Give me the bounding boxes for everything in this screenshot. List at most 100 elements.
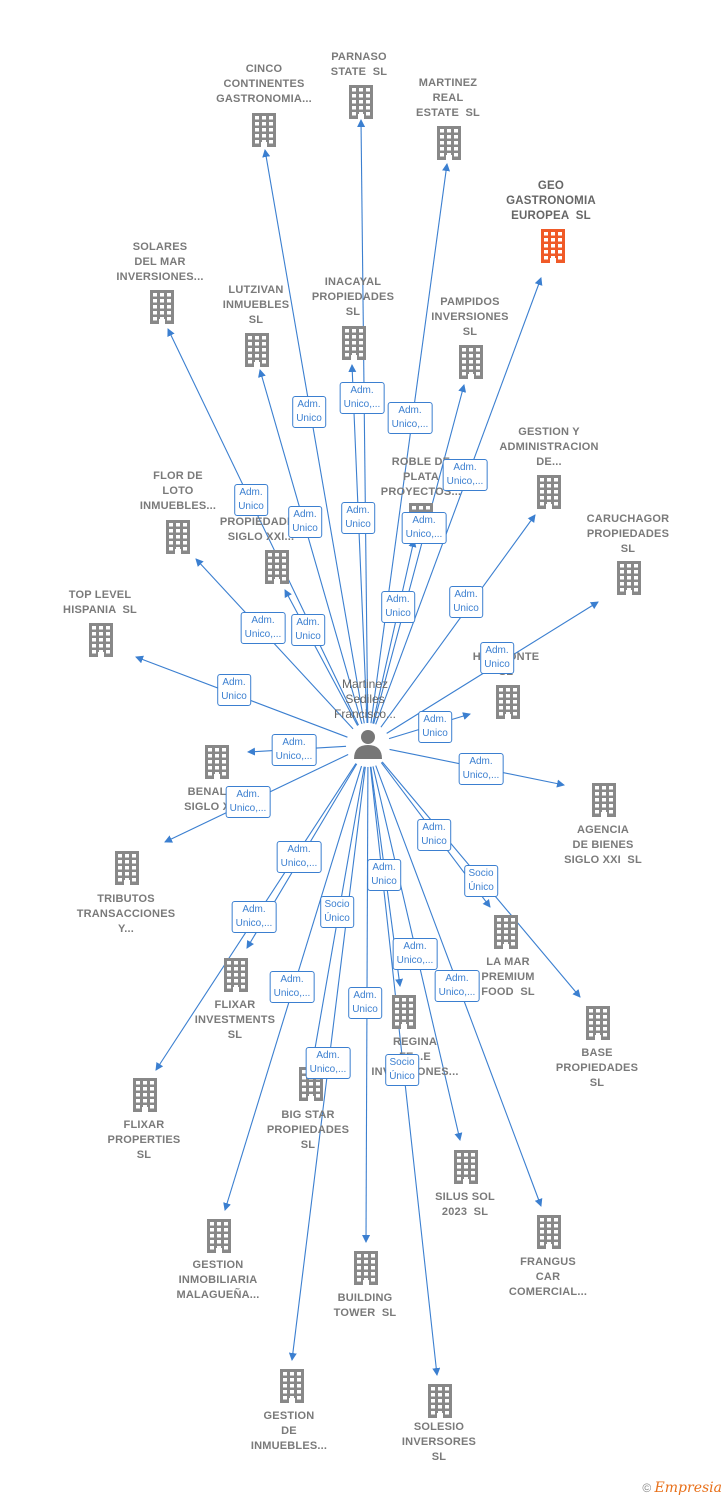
company-label-big_star[interactable]: BIG STAR PROPIEDADES SL [266,1109,350,1151]
company-label-base[interactable]: BASE PROPIEDADES SL [555,1047,639,1089]
edge-label-la_mar: Adm. Unico [417,819,451,851]
building-icon-martinez_real[interactable] [437,126,461,160]
edge-label-flixar_prop: Adm. Unico,... [276,841,322,873]
edge-label-top_level: Adm. Unico [217,674,251,706]
building-icon-building_tower[interactable] [354,1251,378,1285]
building-icon-top_level[interactable] [89,623,113,657]
building-icon-horizonte[interactable] [496,685,520,719]
edge-label-regina: Adm. Unico [367,859,401,891]
edge-label-siglo_xxi_prop: Adm. Unico [291,614,325,646]
building-icon-lutzivan[interactable] [245,333,269,367]
company-label-frangus[interactable]: FRANGUS CAR COMERCIAL... [508,1256,588,1298]
edge-geo [375,277,543,725]
footer: © Empresia [642,1480,722,1496]
company-label-building_tower[interactable]: BUILDING TOWER SL [333,1292,397,1319]
company-label-gestion_inmuebles[interactable]: GESTION DE INMUEBLES... [250,1410,328,1452]
person-icon[interactable] [354,730,382,759]
building-icon-solesio[interactable] [428,1384,452,1418]
company-label-cinco[interactable]: CINCO CONTINENTES GASTRONOMIA... [216,63,312,105]
building-icon-solares[interactable] [150,290,174,324]
edge-label-base: Socio Único [464,865,498,897]
edge-label-building_tower: Adm. Unico [348,987,382,1019]
edge-label-gestion_admin: Adm. Unico [449,586,483,618]
building-icon-tributos[interactable] [115,851,139,885]
company-label-parnaso[interactable]: PARNASO STATE SL [330,51,388,78]
edge-label-agencia: Adm. Unico,... [458,753,504,785]
building-icon-regina[interactable] [392,995,416,1029]
company-label-top_level[interactable]: TOP LEVEL HISPANIA SL [63,589,137,616]
building-icon-la_mar[interactable] [494,915,518,949]
building-icon-parnaso[interactable] [349,85,373,119]
company-label-flixar_inv[interactable]: FLIXAR INVESTMENTS SL [194,999,276,1041]
company-label-flor[interactable]: FLOR DE LOTO INMUEBLES... [139,470,217,512]
edge-label-caruchagor: Adm. Unico [480,642,514,674]
company-label-roble[interactable]: ROBLE DE PLATA PROYECTOS... [380,456,462,498]
edge-siglo_xxi_prop [284,589,359,726]
edge-label-parnaso: Adm. Unico,... [339,382,385,414]
edge-label-tributos: Adm. Unico,... [225,786,271,818]
company-label-martinez_real[interactable]: MARTINEZ REAL ESTATE SL [416,77,480,119]
edge-label-solares: Adm. Unico [234,484,268,516]
company-label-geo[interactable]: GEO GASTRONOMIA EUROPEA SL [506,180,596,222]
edge-lutzivan [258,369,363,725]
company-label-inacayal[interactable]: INACAYAL PROPIEDADES SL [311,276,395,318]
company-label-agencia[interactable]: AGENCIA DE BIENES SIGLO XXI SL [564,824,642,866]
building-icon-agencia[interactable] [592,783,616,817]
company-label-caruchagor[interactable]: CARUCHAGOR PROPIEDADES SL [586,513,670,555]
edge-label-gestion_inmuebles: Adm. Unico,... [305,1047,351,1079]
edge-gestion_admin [380,514,536,728]
brand-logo[interactable]: Empresia [654,1480,722,1496]
edge-label-lutzivan: Adm. Unico [288,506,322,538]
building-icon-pampidos[interactable] [459,345,483,379]
edge-solares [167,328,359,726]
building-icon-caruchagor[interactable] [617,561,641,595]
company-label-solesio[interactable]: SOLESIO INVERSORES SL [401,1421,477,1463]
building-icon-flixar_prop[interactable] [133,1078,157,1112]
building-icon-cinco[interactable] [252,113,276,147]
edge-martinez_real [370,163,451,724]
building-icon-base[interactable] [586,1006,610,1040]
edge-parnaso [357,119,369,724]
edge-label-horizonte: Adm. Unico [418,711,452,743]
building-icon-geo[interactable] [541,229,565,263]
building-icon-flixar_inv[interactable] [224,958,248,992]
building-icon-siglo_xxi_prop[interactable] [265,550,289,584]
edge-label-geo: Adm. Unico,... [442,459,488,491]
company-label-la_mar[interactable]: LA MAR PREMIUM FOOD SL [481,956,535,998]
company-label-tributos[interactable]: TRIBUTOS TRANSACCIONES Y... [76,893,176,935]
company-label-flixar_prop[interactable]: FLIXAR PROPERTIES SL [107,1119,181,1161]
company-label-pampidos[interactable]: PAMPIDOS INVERSIONES SL [431,296,509,338]
edge-label-gestion_inmob: Adm. Unico,... [269,971,315,1003]
edge-label-solesio: Socio Único [385,1054,419,1086]
building-icon-gestion_admin[interactable] [537,475,561,509]
copyright-icon: © [642,1481,652,1495]
building-icon-silus[interactable] [454,1150,478,1184]
edge-label-flixar_inv: Adm. Unico,... [231,901,277,933]
edge-inacayal [348,364,368,724]
building-icon-flor[interactable] [166,520,190,554]
building-icon-gestion_inmuebles[interactable] [280,1369,304,1403]
edge-label-flor: Adm. Unico,... [240,612,286,644]
edge-label-martinez_real: Adm. Unico,... [387,402,433,434]
building-icon-gestion_inmob[interactable] [207,1219,231,1253]
edge-label-big_star: Socio Único [320,896,354,928]
edge-roble [372,539,417,724]
edge-label-frangus: Adm. Unico,... [434,970,480,1002]
edge-label-roble: Adm. Unico [381,591,415,623]
company-label-solares[interactable]: SOLARES DEL MAR INVERSIONES... [116,241,204,283]
building-icon-frangus[interactable] [537,1215,561,1249]
edge-cinco [262,149,365,724]
building-icon-inacayal[interactable] [342,326,366,360]
edge-label-pampidos: Adm. Unico,... [401,512,447,544]
edge-label-benal: Adm. Unico,... [271,734,317,766]
center-person-label[interactable]: Martinez Sediles Francisco... [333,677,397,721]
company-label-lutzivan[interactable]: LUTZIVAN INMUEBLES SL [222,284,290,326]
company-label-silus[interactable]: SILUS SOL 2023 SL [435,1191,495,1218]
company-label-gestion_admin[interactable]: GESTION Y ADMINISTRACION DE... [499,426,599,468]
edge-pampidos [373,384,467,724]
company-label-gestion_inmob[interactable]: GESTION INMOBILIARIA MALAGUEÑA... [176,1259,260,1301]
edge-label-cinco: Adm. Unico [292,396,326,428]
edge-label-silus: Adm. Unico,... [392,938,438,970]
building-icon-benal[interactable] [205,745,229,779]
